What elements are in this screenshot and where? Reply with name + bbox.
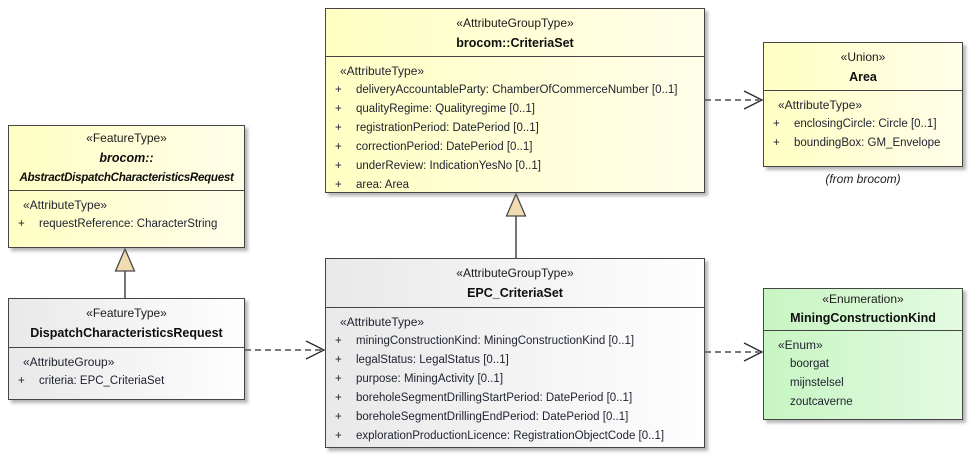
attribute-row: + boreholeSegmentDrillingStartPeriod: Dat… <box>326 389 704 408</box>
attribute-text: explorationProductionLicence: Registrati… <box>356 430 665 442</box>
attribute-row: + registrationPeriod: DatePeriod [0..1] <box>326 119 704 138</box>
attribute-compartment: «AttributeType» + deliveryAccountablePart… <box>326 57 704 195</box>
attribute-row: + criteria: EPC_CriteriaSet <box>9 372 244 391</box>
compartment-label: «AttributeType» <box>778 98 863 112</box>
class-name: Area <box>849 70 877 84</box>
attribute-row: + legalStatus: LegalStatus [0..1] <box>326 351 704 370</box>
attribute-text: boreholeSegmentDrillingEndPeriod: DatePe… <box>356 411 629 423</box>
compartment-label: «Enum» <box>778 338 823 352</box>
attribute-row: + boundingBox: GM_Envelope <box>764 134 962 153</box>
class-name-line1: brocom:: <box>99 151 154 165</box>
visibility-sign: + <box>773 137 780 149</box>
dependency-criteriaset-to-area <box>705 90 764 110</box>
dependency-epc-to-miningconstructionkind <box>705 342 764 362</box>
class-name-line2: AbstractDispatchCharacteristicsRequest <box>19 171 234 184</box>
visibility-sign: + <box>335 411 342 423</box>
attribute-text: enclosingCircle: Circle [0..1] <box>794 118 937 130</box>
compartment-label: «AttributeType» <box>340 315 425 329</box>
attribute-text: purpose: MiningActivity [0..1] <box>356 373 504 385</box>
enum-compartment: «Enum» boorgat mijnstelsel zoutcaverne <box>764 331 962 412</box>
attribute-row: + explorationProductionLicence: Registrat… <box>326 427 704 446</box>
class-box-abstract-dispatch-characteristics-request[interactable]: «FeatureType» brocom:: AbstractDispatchC… <box>8 125 245 248</box>
attribute-text: requestReference: CharacterString <box>39 218 218 230</box>
visibility-sign: + <box>335 141 342 153</box>
class-header: «Enumeration» MiningConstructionKind <box>764 289 962 331</box>
stereotype-label: «Union» <box>840 50 886 64</box>
class-header: «AttributeGroupType» EPC_CriteriaSet <box>326 259 704 308</box>
class-name: DispatchCharacteristicsRequest <box>30 326 223 340</box>
attribute-row: + purpose: MiningActivity [0..1] <box>326 370 704 389</box>
attribute-text: boundingBox: GM_Envelope <box>794 137 941 149</box>
class-name: MiningConstructionKind <box>790 311 936 325</box>
attribute-row: + underReview: IndicationYesNo [0..1] <box>326 157 704 176</box>
attribute-row: + qualityRegime: Qualityregime [0..1] <box>326 100 704 119</box>
class-box-epc-criteriaset[interactable]: «AttributeGroupType» EPC_CriteriaSet «At… <box>325 258 705 448</box>
visibility-sign: + <box>18 375 25 387</box>
enum-box-mining-construction-kind[interactable]: «Enumeration» MiningConstructionKind «En… <box>763 288 963 420</box>
visibility-sign: + <box>335 122 342 134</box>
class-box-criteriaset[interactable]: «AttributeGroupType» brocom::CriteriaSet… <box>325 8 705 193</box>
attribute-text: qualityRegime: Qualityregime [0..1] <box>356 103 535 115</box>
attribute-row: + requestReference: CharacterString <box>9 215 244 234</box>
attribute-text: legalStatus: LegalStatus [0..1] <box>356 354 509 366</box>
visibility-sign: + <box>335 373 342 385</box>
generalization-epc-to-criteriaset <box>505 192 527 258</box>
attribute-row: + area: Area <box>326 176 704 195</box>
attribute-text: registrationPeriod: DatePeriod [0..1] <box>356 122 539 134</box>
attribute-text: miningConstructionKind: MiningConstructi… <box>356 335 635 347</box>
attribute-compartment: «AttributeType» + requestReference: Chara… <box>9 191 244 234</box>
attribute-text: underReview: IndicationYesNo [0..1] <box>356 160 541 172</box>
attribute-compartment: «AttributeType» + miningConstructionKind:… <box>326 308 704 446</box>
package-caption: (from brocom) <box>825 172 901 186</box>
class-name: EPC_CriteriaSet <box>467 286 563 300</box>
compartment-label: «AttributeGroup» <box>23 355 115 369</box>
class-header: «FeatureType» brocom:: AbstractDispatchC… <box>9 126 244 191</box>
stereotype-label: «AttributeGroupType» <box>456 16 574 30</box>
class-box-dispatch-characteristics-request[interactable]: «FeatureType» DispatchCharacteristicsReq… <box>8 298 245 400</box>
compartment-label: «AttributeType» <box>340 64 425 78</box>
compartment-label: «AttributeType» <box>23 198 108 212</box>
attribute-row: + miningConstructionKind: MiningConstruct… <box>326 332 704 351</box>
attribute-text: correctionPeriod: DatePeriod [0..1] <box>356 141 533 153</box>
attribute-text: deliveryAccountableParty: ChamberOfComme… <box>356 84 678 96</box>
attribute-text: area: Area <box>356 179 410 191</box>
visibility-sign: + <box>773 118 780 130</box>
enum-literal: zoutcaverne <box>790 396 853 408</box>
class-name: brocom::CriteriaSet <box>456 36 574 50</box>
class-header: «AttributeGroupType» brocom::CriteriaSet <box>326 9 704 57</box>
stereotype-label: «FeatureType» <box>86 131 167 145</box>
class-header: «Union» Area <box>764 43 962 91</box>
attribute-text: criteria: EPC_CriteriaSet <box>39 375 165 387</box>
dependency-dispatch-to-epc <box>245 340 326 360</box>
attribute-row: + correctionPeriod: DatePeriod [0..1] <box>326 138 704 157</box>
visibility-sign: + <box>335 103 342 115</box>
stereotype-label: «Enumeration» <box>822 292 904 306</box>
visibility-sign: + <box>335 160 342 172</box>
attribute-row: + deliveryAccountableParty: ChamberOfComm… <box>326 81 704 100</box>
attribute-compartment: «AttributeType» + enclosingCircle: Circle… <box>764 91 962 153</box>
visibility-sign: + <box>335 335 342 347</box>
visibility-sign: + <box>335 354 342 366</box>
enum-literal: boorgat <box>790 358 830 370</box>
generalization-dispatch-to-abstract <box>114 247 136 298</box>
visibility-sign: + <box>335 430 342 442</box>
visibility-sign: + <box>18 218 25 230</box>
attribute-compartment: «AttributeGroup» + criteria: EPC_Criteria… <box>9 348 244 391</box>
class-header: «FeatureType» DispatchCharacteristicsReq… <box>9 299 244 348</box>
attribute-row: + boreholeSegmentDrillingEndPeriod: DateP… <box>326 408 704 427</box>
attribute-row: + enclosingCircle: Circle [0..1] <box>764 115 962 134</box>
stereotype-label: «AttributeGroupType» <box>456 266 574 280</box>
visibility-sign: + <box>335 84 342 96</box>
class-box-area[interactable]: «Union» Area «AttributeType» + enclosingC… <box>763 42 963 167</box>
stereotype-label: «FeatureType» <box>86 306 167 320</box>
enum-literal: mijnstelsel <box>790 377 844 389</box>
visibility-sign: + <box>335 179 342 191</box>
visibility-sign: + <box>335 392 342 404</box>
attribute-text: boreholeSegmentDrillingStartPeriod: Date… <box>356 392 633 404</box>
